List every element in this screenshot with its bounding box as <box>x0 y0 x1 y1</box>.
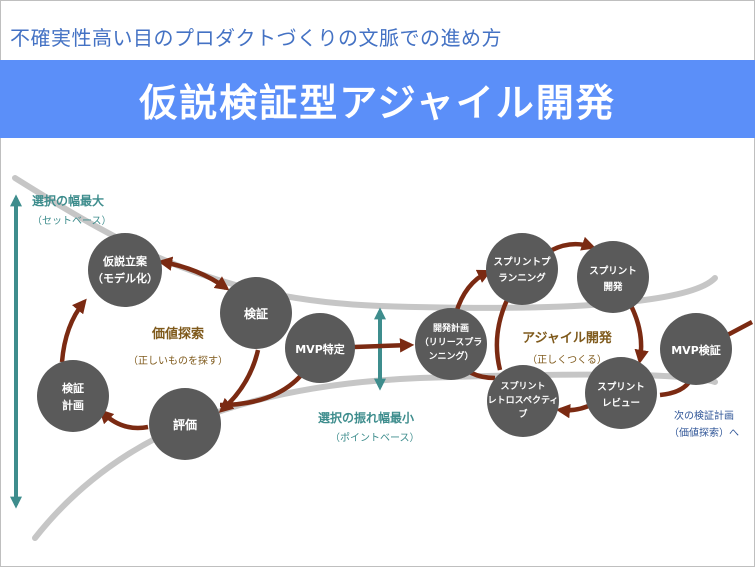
node-dev-plan: 開発計画 （リリースプラ ンニング） <box>415 308 487 380</box>
node-sprint-dev: スプリント 開発 <box>577 241 649 313</box>
svg-text:仮説立案: 仮説立案 <box>102 254 148 268</box>
svg-text:レビュー: レビュー <box>602 397 640 409</box>
svg-text:MVP検証: MVP検証 <box>671 343 721 357</box>
slide-subtitle: 不確実性高い目のプロダクトづくりの文脈での進め方 <box>10 26 502 50</box>
svg-text:計画: 計画 <box>62 398 84 412</box>
node-evaluate: 評価 <box>149 388 221 460</box>
svg-text:開発計画: 開発計画 <box>433 322 469 334</box>
label-narrow-title: 選択の振れ幅最小 <box>318 410 414 425</box>
svg-text:ランニング: ランニング <box>498 272 546 284</box>
svg-text:レトロスペクティ: レトロスペクティ <box>488 395 559 406</box>
lower-boundary-curve <box>32 371 718 541</box>
slide-title: 仮説検証型アジャイル開発 <box>139 80 616 125</box>
svg-text:開発: 開発 <box>603 281 623 293</box>
label-value-title: 価値探索 <box>151 326 204 342</box>
svg-text:（モデル化）: （モデル化） <box>92 271 158 285</box>
svg-text:スプリント: スプリント <box>589 265 637 277</box>
label-narrow-sub: （ポイントベース） <box>330 432 420 444</box>
node-sprint-planning: スプリントプ ランニング <box>486 233 558 305</box>
label-wide-sub: （セットベース） <box>32 215 112 227</box>
svg-text:検証: 検証 <box>244 306 268 321</box>
arrow-verifyplan-hypothesis <box>59 298 87 363</box>
node-sprint-review: スプリント レビュー <box>585 357 657 429</box>
node-mvp-spec: MVP特定 <box>285 313 355 383</box>
svg-text:MVP特定: MVP特定 <box>295 342 345 356</box>
svg-text:スプリント: スプリント <box>597 381 645 393</box>
node-hypothesis: 仮説立案 （モデル化） <box>88 233 162 307</box>
arrow-hypothesis-verify <box>157 256 230 291</box>
node-verify: 検証 <box>220 277 292 349</box>
svg-text:評価: 評価 <box>173 417 197 432</box>
node-verify-plan: 検証 計画 <box>37 360 109 432</box>
arrow-dev-review <box>626 298 649 365</box>
arrow-planning-dev <box>550 236 597 253</box>
svg-text:検証: 検証 <box>62 381 84 395</box>
node-mvp-verify: MVP検証 <box>660 313 732 385</box>
arrow-mvpspec-devplan <box>353 338 415 353</box>
label-agile-title: アジャイル開発 <box>522 330 613 346</box>
svg-text:ブ: ブ <box>518 408 527 420</box>
label-agile-sub: （正しくつくる） <box>527 354 607 366</box>
label-value-sub: （正しいものを探す） <box>128 354 228 367</box>
title-banner: 仮説検証型アジャイル開発 <box>0 60 755 138</box>
svg-text:ンニング）: ンニング） <box>428 350 473 362</box>
label-wide-title: 選択の幅最大 <box>32 193 104 208</box>
arrow-evaluate-verifyplan <box>98 408 149 431</box>
label-next-line1: 次の検証計画 <box>674 409 734 422</box>
svg-text:スプリント: スプリント <box>500 380 545 392</box>
node-sprint-retro: スプリント レトロスペクティ ブ <box>487 365 559 437</box>
label-next-line2: （価値探索）へ <box>669 426 739 439</box>
arrow-devplan-sprintplanning <box>453 269 492 314</box>
svg-text:スプリントプ: スプリントプ <box>493 256 551 268</box>
svg-text:（リリースプラ: （リリースプラ <box>420 336 483 348</box>
